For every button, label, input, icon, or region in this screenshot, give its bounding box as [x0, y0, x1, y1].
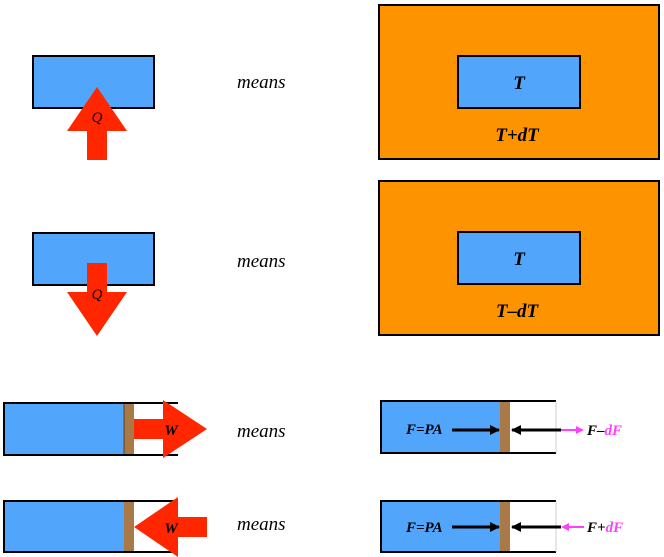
- external-force-label: F–dF: [586, 423, 622, 439]
- work-label: W: [164, 521, 179, 537]
- system-temperature: T: [513, 73, 526, 94]
- system-box-inner: [457, 55, 581, 109]
- gas-force-label: F=PA: [405, 520, 443, 536]
- force-diagram: F=PA F+dF: [380, 500, 623, 553]
- external-force-base: F–: [586, 423, 605, 439]
- piston: [500, 501, 510, 552]
- external-force-delta: dF: [606, 520, 624, 536]
- heat-label: Q: [92, 287, 103, 303]
- piston: [124, 501, 134, 552]
- work-arrow-left-icon: [134, 497, 207, 557]
- piston: [124, 403, 134, 455]
- gas-force-label: F=PA: [405, 422, 443, 438]
- gas-region: [381, 401, 500, 453]
- pink-arrow-right-icon: [576, 426, 584, 434]
- row-heat-out: Q means T T–dT: [32, 180, 660, 336]
- heat-arrow-down-icon: [67, 263, 127, 336]
- external-force-base: F+: [586, 520, 606, 536]
- system-box-inner: [457, 231, 581, 285]
- means-label: means: [237, 514, 286, 535]
- external-force-delta: dF: [605, 423, 623, 439]
- work-label: W: [164, 423, 179, 439]
- surroundings-temperature: T–dT: [496, 301, 540, 322]
- work-arrow-right-icon: [134, 400, 207, 458]
- force-diagram: F=PA F–dF: [380, 400, 622, 454]
- cylinder: [3, 500, 178, 553]
- means-label: means: [237, 72, 286, 93]
- external-force-label: F+dF: [586, 520, 623, 536]
- row-work-out: W means F=PA F–dF: [3, 400, 622, 458]
- gas-region: [4, 501, 125, 552]
- row-work-in: W means F=PA F+dF: [3, 497, 623, 557]
- row-heat-in: Q means T T+dT: [32, 4, 660, 160]
- heat-label: Q: [92, 110, 103, 126]
- system-temperature: T: [513, 249, 526, 270]
- cylinder: [3, 402, 178, 456]
- heat-arrow-up-icon: [67, 87, 127, 160]
- surroundings-temperature: T+dT: [495, 125, 540, 146]
- means-label: means: [237, 421, 286, 442]
- means-label: means: [237, 251, 286, 272]
- gas-region: [4, 403, 125, 455]
- piston: [500, 401, 510, 453]
- pink-arrow-left-icon: [561, 523, 569, 531]
